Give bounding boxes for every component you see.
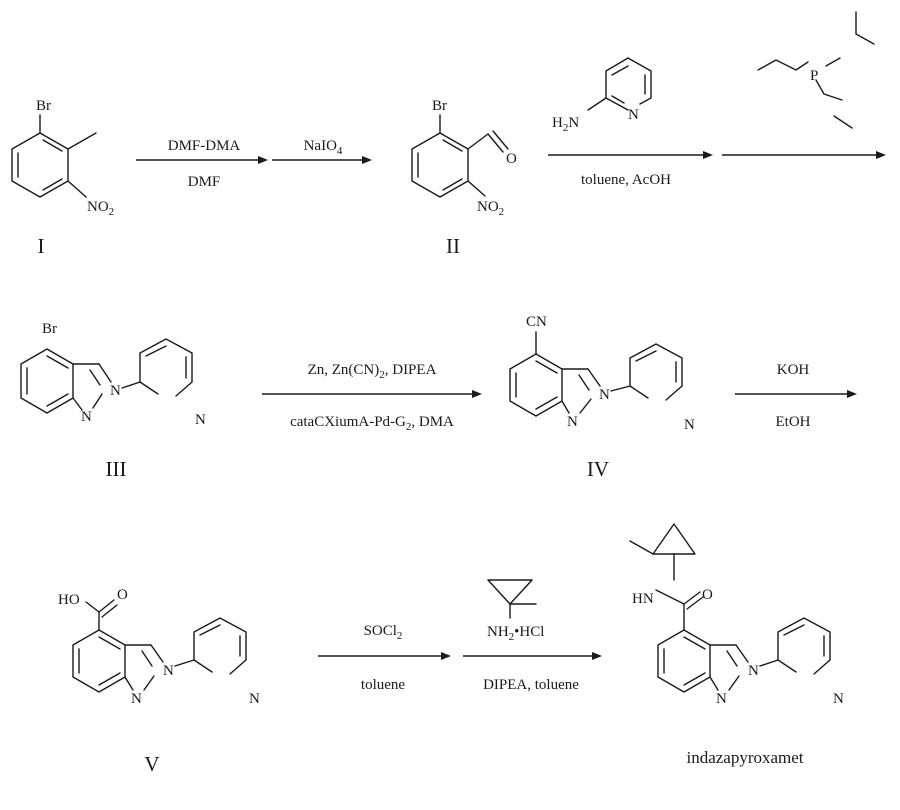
- compound-v-hydroxyl: HO: [58, 592, 80, 608]
- step-1-reagent: DMF-DMA: [168, 138, 241, 154]
- compound-v-n1-atom: N: [131, 691, 142, 707]
- compound-iii-pyridine-n: N: [195, 412, 206, 428]
- compound-i-no2-group: NO2​: [87, 199, 114, 218]
- compound-i-structure: [11, 114, 97, 198]
- step-1-solvent: DMF: [188, 174, 221, 190]
- compound-indazapyroxamet: HN O N N N indazapyroxamet: [629, 523, 844, 767]
- step-8-solvent: DIPEA, toluene: [483, 677, 579, 693]
- compound-ii-label: II: [446, 234, 460, 258]
- indazapyroxamet-pyridine-n: N: [833, 691, 844, 707]
- compound-iii: Br N N N III: [20, 321, 206, 481]
- compound-v-structure: [72, 599, 247, 693]
- step-3: toluene, AcOH: [548, 151, 713, 188]
- aminopyridine-structure: [587, 57, 652, 111]
- compound-i-label: I: [38, 234, 45, 258]
- compound-iv-pyridine-n: N: [684, 417, 695, 433]
- amine-structure: [487, 579, 537, 619]
- compound-ii: Br O NO2​ II: [411, 98, 517, 258]
- indazapyroxamet-amide-nh: HN: [632, 591, 654, 607]
- compound-ii-structure: [411, 114, 509, 198]
- step-7-solvent: toluene: [361, 677, 405, 693]
- step-6-reagent: KOH: [777, 362, 810, 378]
- step-1: DMF-DMA DMF: [136, 138, 268, 190]
- step-7: SOCl2​ toluene: [318, 623, 451, 693]
- step-2-reagent: NaIO4​: [304, 138, 343, 157]
- phosphine-structure: [757, 11, 875, 129]
- compound-iv-cn-group: CN: [526, 314, 547, 330]
- compound-v-label: V: [144, 752, 159, 776]
- indazapyroxamet-structure: [629, 523, 831, 693]
- compound-i-br-atom: Br: [36, 98, 51, 114]
- step-5: Zn, Zn(CN)2​, DIPEA cataCXiumA-Pd-G2​, D…: [262, 362, 482, 433]
- compound-iii-structure: [20, 338, 193, 414]
- indazapyroxamet-n2-atom: N: [748, 663, 759, 679]
- compound-ii-o-atom: O: [506, 151, 517, 167]
- compound-iii-label: III: [106, 457, 127, 481]
- aminopyridine-n-atom: N: [628, 107, 639, 123]
- phosphine-p-atom: P: [810, 68, 818, 84]
- step-7-reagent: SOCl2​: [364, 623, 403, 642]
- indazapyroxamet-label: indazapyroxamet: [686, 748, 803, 767]
- compound-v-n2-atom: N: [163, 663, 174, 679]
- compound-iv: CN N N N IV: [509, 314, 695, 481]
- compound-iv-structure: [509, 331, 683, 417]
- reagent-amine: NH2​•HCl: [487, 579, 544, 643]
- compound-v: HO O N N N V: [58, 587, 260, 776]
- indazapyroxamet-n1-atom: N: [716, 691, 727, 707]
- indazapyroxamet-carbonyl-o: O: [702, 587, 713, 603]
- step-5-reagent: Zn, Zn(CN)2​, DIPEA: [308, 362, 437, 381]
- step-6-solvent: EtOH: [776, 414, 811, 430]
- compound-ii-br-atom: Br: [432, 98, 447, 114]
- compound-v-carbonyl-o: O: [117, 587, 128, 603]
- amine-hcl-salt: NH2​•HCl: [487, 624, 544, 643]
- compound-iii-n2-atom: N: [110, 383, 121, 399]
- compound-i: Br NO2​ I: [11, 98, 114, 258]
- reagent-phosphine: P: [757, 11, 875, 129]
- compound-iv-n2-atom: N: [599, 387, 610, 403]
- step-5-catalyst: cataCXiumA-Pd-G2​, DMA: [290, 414, 454, 433]
- step-6: KOH EtOH: [735, 362, 857, 430]
- compound-v-pyridine-n: N: [249, 691, 260, 707]
- step-3-solvent: toluene, AcOH: [581, 172, 671, 188]
- compound-iv-n1-atom: N: [567, 414, 578, 430]
- compound-ii-no2-group: NO2​: [477, 199, 504, 218]
- aminopyridine-amine: H2​N: [552, 115, 579, 134]
- compound-iv-label: IV: [587, 457, 609, 481]
- reagent-aminopyridine: H2​N N: [552, 57, 652, 134]
- compound-iii-br-atom: Br: [42, 321, 57, 337]
- step-2: NaIO4​: [272, 138, 372, 164]
- step-4: [722, 151, 886, 159]
- step-8: DIPEA, toluene: [463, 652, 602, 693]
- compound-iii-n1-atom: N: [81, 409, 92, 425]
